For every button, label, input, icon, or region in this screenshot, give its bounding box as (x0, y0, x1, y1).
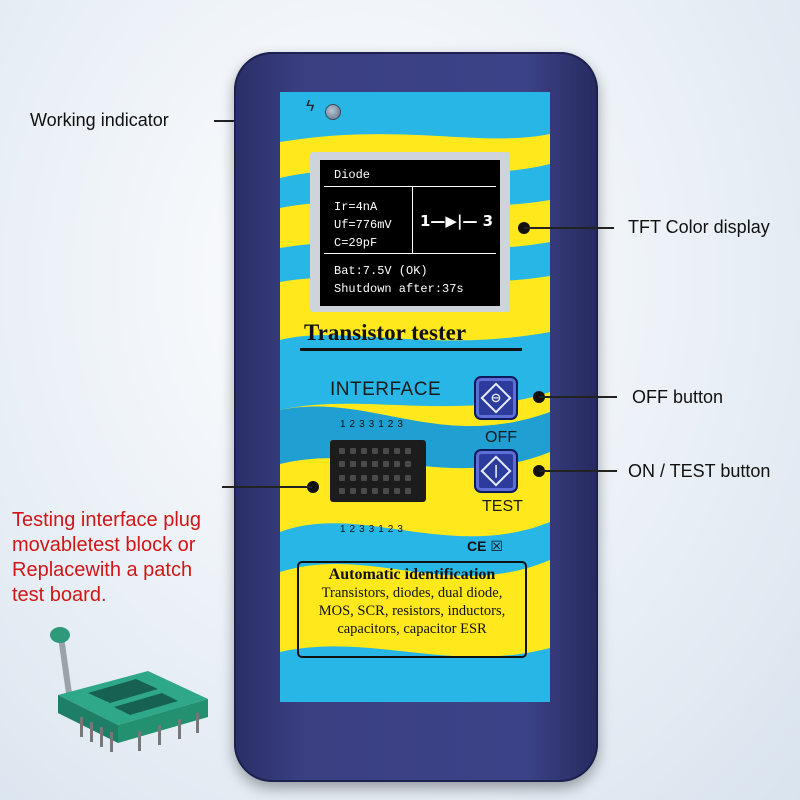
device-title: Transistor tester (304, 320, 467, 345)
off-symbol-icon: ⊖ (490, 390, 502, 405)
screen-divider-top (324, 186, 496, 187)
tft-display-callout: TFT Color display (628, 217, 770, 237)
zif-socket-illustration (50, 627, 208, 752)
pin-numbers-bottom: 1233123 (340, 524, 407, 535)
screen-header: Diode (334, 168, 371, 182)
screen-shutdown: Shutdown after:37s (334, 282, 464, 296)
screen-uf: Uf=776mV (334, 218, 392, 232)
tft-display-leader (524, 227, 614, 229)
test-socket[interactable] (330, 440, 426, 502)
auto-line-3: capacitors, capacitor ESR (337, 621, 487, 637)
off-button[interactable]: ⊖ (474, 376, 518, 420)
lightning-icon: ϟ (306, 98, 315, 115)
diode-symbol: 1—▶|— 3 (420, 212, 494, 230)
testing-interface-callout: Testing interface plug movabletest block… (12, 508, 201, 608)
screen-battery: Bat:7.5V (OK) (334, 264, 428, 278)
pin-numbers-top: 1233123 (340, 419, 407, 430)
auto-line-1: Transistors, diodes, dual diode, (321, 585, 503, 601)
off-label: OFF (485, 429, 517, 446)
ce-mark: CE ☒ (467, 538, 503, 554)
off-button-callout: OFF button (632, 387, 724, 407)
title-underline (300, 348, 522, 351)
testing-interface-line-4: test board. (12, 584, 107, 606)
test-button-leader (539, 470, 617, 472)
interface-leader (222, 486, 312, 488)
screen-ir: Ir=4nA (334, 200, 378, 214)
working-indicator-callout: Working indicator (30, 110, 169, 130)
auto-line-2: MOS, SCR, resistors, inductors, (318, 603, 506, 619)
screen-c: C=29pF (334, 236, 378, 250)
screen-divider-bottom (324, 253, 496, 254)
auto-identification-box: Automatic identification Transistors, di… (297, 561, 527, 658)
auto-identification-title: Automatic identification (328, 566, 496, 583)
power-symbol-icon: ∣ (492, 463, 500, 478)
tft-screen: Diode Ir=4nA Uf=776mV C=29pF 1—▶|— 3 Bat… (320, 160, 500, 306)
off-button-leader (539, 396, 617, 398)
on-test-button-callout: ON / TEST button (628, 461, 771, 481)
interface-dot (307, 481, 319, 493)
working-indicator-led (325, 104, 341, 120)
testing-interface-line-3: Replacewith a patch (12, 559, 193, 581)
testing-interface-line-2: movabletest block or (12, 534, 196, 556)
testing-interface-line-1: Testing interface plug (12, 509, 202, 531)
screen-divider-vertical (412, 187, 413, 253)
test-button[interactable]: ∣ (474, 449, 518, 493)
test-label: TEST (482, 498, 523, 515)
interface-label: INTERFACE (330, 379, 442, 400)
